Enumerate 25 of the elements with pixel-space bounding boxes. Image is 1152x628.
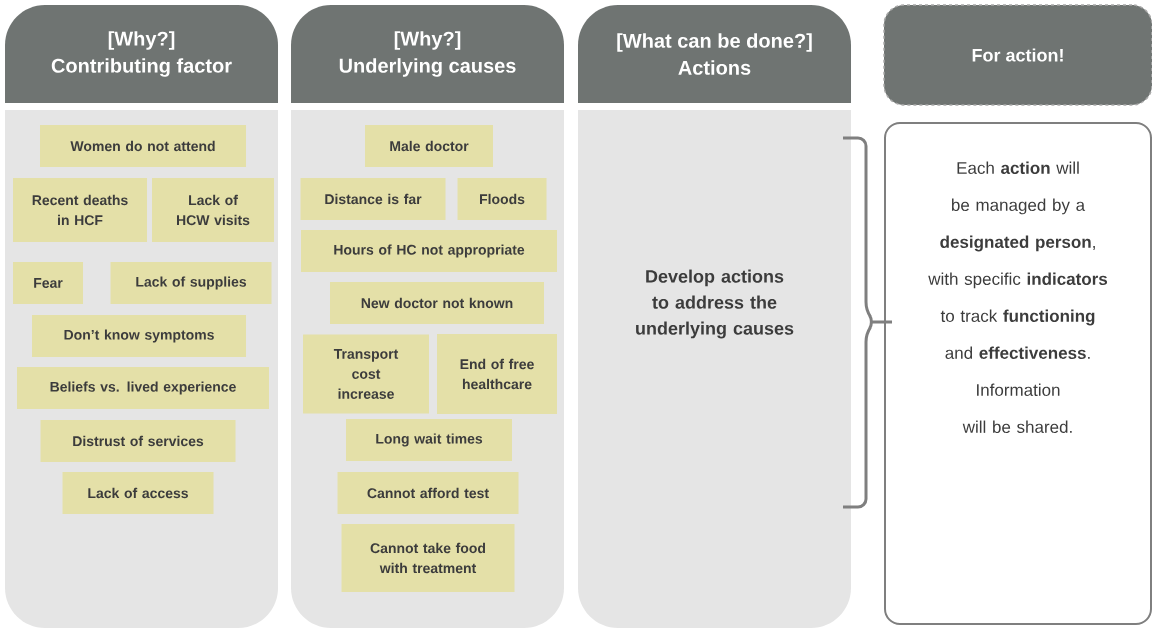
sticky-note: Beliefs vs. lived experience bbox=[17, 367, 269, 409]
sticky-note: Distrust of services bbox=[40, 420, 236, 462]
sticky-note: Lack of access bbox=[62, 472, 214, 514]
sticky-note: New doctor not known bbox=[330, 282, 544, 324]
sticky-note: Women do not attend bbox=[40, 125, 246, 167]
text-box: Each action will be managed by a designated person, with specific indicators to track functioning and effectiveness. Information will be shared. bbox=[884, 122, 1152, 625]
header-band: [Why?] Underlying causes bbox=[291, 5, 564, 103]
sticky-note: Don’t know symptoms bbox=[32, 315, 246, 357]
column-panel: Develop actions to address the underlying causes bbox=[578, 110, 851, 628]
header-band: [Why?] Contributing factor bbox=[5, 5, 278, 103]
header-band: [What can be done?] Actions bbox=[578, 5, 851, 103]
sticky-note: Distance is far bbox=[300, 178, 446, 220]
sticky-note: Cannot take food with treatment bbox=[341, 524, 515, 592]
sticky-note: Lack of supplies bbox=[110, 262, 272, 304]
sticky-note: Cannot afford test bbox=[337, 472, 519, 514]
sticky-note: Transport cost increase bbox=[303, 334, 429, 414]
sticky-note: Lack of HCW visits bbox=[152, 178, 274, 242]
sticky-note: Long wait times bbox=[346, 419, 512, 461]
sticky-note: Male doctor bbox=[365, 125, 493, 167]
sticky-note: Hours of HC not appropriate bbox=[301, 230, 557, 272]
header-band: For action! bbox=[883, 4, 1152, 106]
sticky-note: Recent deaths in HCF bbox=[13, 178, 147, 242]
sticky-note: End of free healthcare bbox=[437, 334, 557, 414]
sticky-note: Fear bbox=[13, 262, 83, 304]
sticky-note: Floods bbox=[457, 178, 547, 220]
